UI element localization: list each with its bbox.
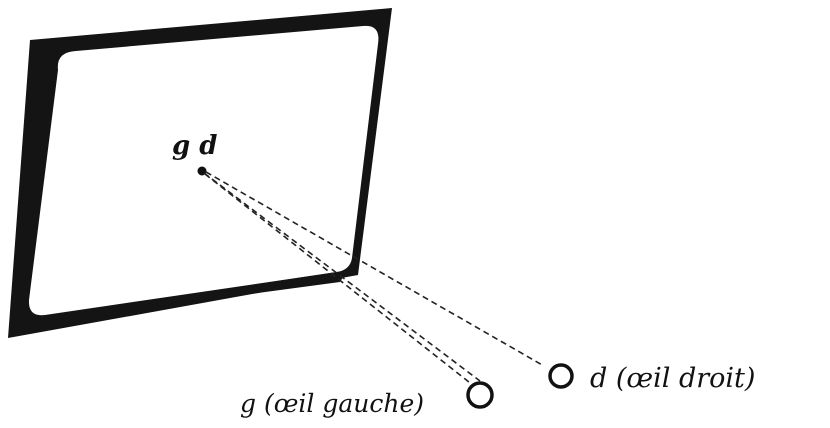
- sight-line-left-eye-a: [203, 172, 481, 382]
- screen-frame: [8, 8, 392, 338]
- sight-lines: [203, 171, 545, 387]
- sight-line-right-eye: [205, 171, 545, 367]
- projected-point-label: g d: [172, 131, 217, 161]
- screen-frame-border: [8, 8, 392, 338]
- right-eye-label: d (œil droit): [590, 363, 755, 394]
- screen-frame-shadow: [40, 258, 355, 322]
- right-eye-marker: [548, 363, 574, 389]
- sight-line-left-eye-b: [204, 173, 475, 387]
- left-eye-label: g (œil gauche): [240, 389, 424, 418]
- left-eye-marker: [466, 381, 494, 409]
